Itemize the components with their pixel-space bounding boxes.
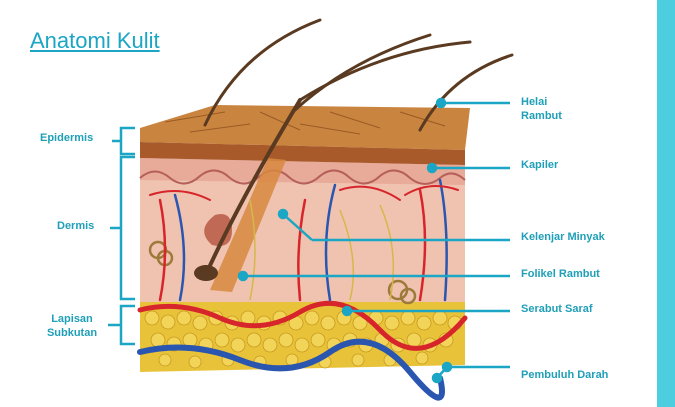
leader-lines [237,97,510,384]
decorative-side-bar [657,0,675,407]
label-epidermis: Epidermis [40,132,94,144]
label-hair-shaft-line1: Helai [521,96,548,108]
label-sebaceous-gland: Kelenjar Minyak [521,231,605,243]
label-dermis: Dermis [57,220,95,232]
diagram-title: Anatomi Kulit [30,28,160,53]
nerve-fibers [249,199,395,301]
label-subcutaneous-line1: Lapisan [51,313,93,325]
label-subcutaneous: Lapisan Subkutan [40,312,104,340]
label-hair-shaft: Helai Rambut [521,95,562,123]
hair-shafts [203,18,514,274]
label-nerve-fiber: Serabut Saraf [521,303,593,315]
blood-vessels [137,178,468,401]
epidermis-layer [140,105,470,165]
label-blood-vessel: Pembuluh Darah [521,369,609,381]
label-hair-shaft-line2: Rambut [521,110,562,122]
label-subcutaneous-line2: Subkutan [46,327,98,339]
label-capillary: Kapiler [521,159,559,171]
layer-brackets [108,126,135,346]
label-hair-follicle: Folikel Rambut [521,268,600,280]
